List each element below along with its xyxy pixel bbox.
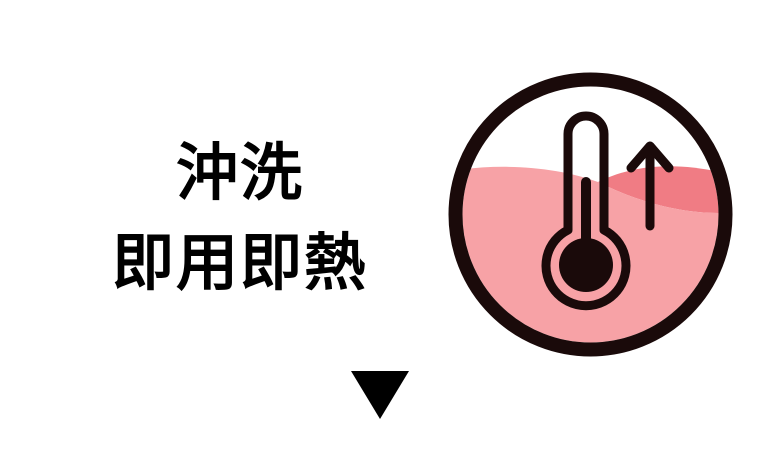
heading-line-2: 即用即熱 [111,226,368,299]
down-triangle-icon [351,371,409,419]
heading-line-1: 沖洗 [175,136,304,209]
thermometer-temperature-rise-icon [448,72,733,357]
